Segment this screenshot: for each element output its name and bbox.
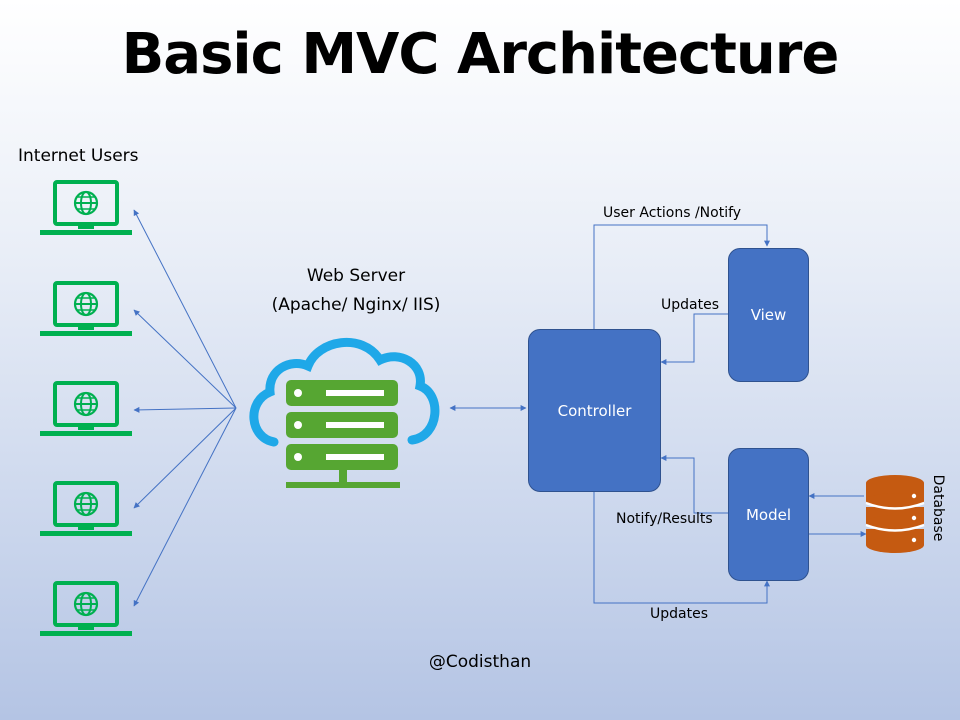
credit-label: @Codisthan [428, 652, 532, 672]
laptop-globe-icon [40, 180, 132, 235]
controller-box: Controller [528, 329, 661, 492]
internet-users-label: Internet Users [18, 146, 139, 166]
web-server-subtitle: (Apache/ Nginx/ IIS) [271, 295, 441, 315]
page-title: Basic MVC Architecture [121, 22, 840, 87]
notify-results-label: Notify/Results [616, 511, 713, 527]
user-link-arrow [133, 309, 237, 409]
user-link-arrow [133, 407, 237, 509]
user-link-arrow [133, 209, 237, 409]
updates-view-label: Updates [661, 297, 719, 313]
laptop-globe-icon [40, 381, 132, 436]
web-server-label: Web Server (Apache/ Nginx/ IIS) [236, 262, 476, 320]
updates-model-label: Updates [650, 606, 708, 622]
controller-label: Controller [557, 401, 632, 420]
model-box: Model [728, 448, 809, 581]
view-box: View [728, 248, 809, 382]
database-label: Database [930, 474, 946, 542]
user-link-arrow [133, 407, 237, 607]
model-updates-arrow [593, 490, 770, 604]
database-icon [865, 475, 925, 553]
view-updates-arrow [660, 313, 728, 365]
model-label: Model [745, 505, 792, 524]
user-actions-arrow [593, 224, 770, 329]
laptop-globe-icon [40, 281, 132, 336]
view-label: View [750, 306, 787, 324]
notify-results-arrow [660, 455, 728, 514]
user-link-arrow [133, 406, 237, 413]
web-server-title: Web Server [306, 266, 406, 286]
user-actions-label: User Actions /Notify [603, 205, 742, 221]
laptop-globe-icon [40, 581, 132, 636]
cloud-server-icon [249, 337, 440, 488]
laptop-globe-icon [40, 481, 132, 536]
